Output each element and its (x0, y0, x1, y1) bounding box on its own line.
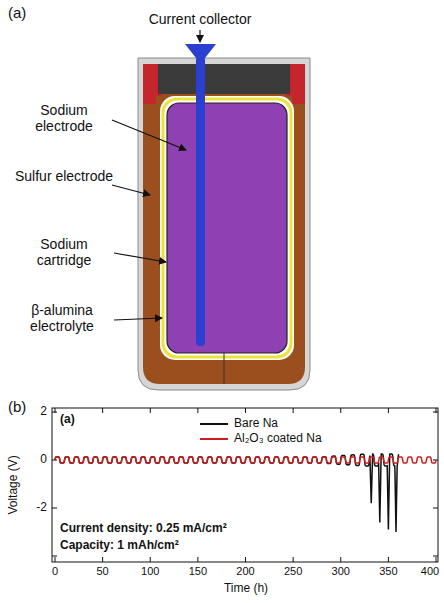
part-label: Sodium electrode (14, 102, 114, 134)
leader-arrow (199, 30, 200, 42)
tick-label: -2 (36, 501, 47, 515)
annotation: Current density: 0.25 mA/cm² (60, 522, 227, 536)
tick (150, 557, 151, 562)
legend-sample (200, 423, 228, 425)
cell-housing (138, 58, 310, 390)
tick-label: 350 (373, 565, 403, 578)
tick (433, 508, 438, 509)
tick (52, 508, 57, 509)
axis-ticks (52, 408, 438, 562)
tick (293, 408, 294, 413)
part-label: Sulfur electrode (14, 168, 114, 184)
sulfur-electrode (143, 64, 305, 384)
tick (388, 408, 389, 413)
axis-title: Voltage (V) (7, 455, 21, 514)
tick (436, 557, 437, 562)
tick-label: 300 (326, 565, 356, 578)
tick (102, 557, 103, 562)
plot-frame (52, 408, 438, 562)
tick (245, 557, 246, 562)
tick (52, 556, 57, 557)
legend-sample (200, 438, 228, 440)
tick-label: 0 (40, 565, 70, 578)
tick (150, 408, 151, 413)
tick (52, 412, 57, 413)
part-label: Sodium cartridge (14, 236, 114, 268)
tick-label: 150 (183, 565, 213, 578)
tick (197, 557, 198, 562)
tick (433, 556, 438, 557)
voltage-curve (55, 454, 399, 532)
annotation: Capacity: 1 mAh/cm² (60, 539, 179, 553)
part-label: Current collector (120, 11, 280, 27)
tick (388, 557, 389, 562)
current-collector-rod (196, 56, 205, 346)
tick (197, 408, 198, 413)
tick (340, 557, 341, 562)
beta-alumina-electrolyte (163, 99, 291, 357)
current-collector-head (185, 44, 216, 58)
legend-text: Al₂O₃ coated Na (234, 431, 322, 445)
tick-label: 0 (40, 453, 47, 467)
voltage-curve (55, 457, 436, 463)
leader-arrow (112, 185, 150, 195)
legend-text: Bare Na (234, 416, 278, 430)
tick-label: 400 (415, 565, 444, 578)
voltage-curves (55, 454, 436, 532)
tick (340, 408, 341, 413)
panel-label: (b) (8, 398, 26, 415)
leader-arrow (114, 318, 162, 320)
axis-title: Time (h) (206, 582, 286, 596)
tick-label: 50 (88, 565, 118, 578)
tick (102, 408, 103, 413)
top-cap (158, 64, 290, 94)
tick-label: 200 (231, 565, 261, 578)
seam (224, 353, 225, 384)
panel-label: (a) (60, 413, 75, 427)
leader-arrow (114, 253, 166, 262)
part-label: β-alumina electrolyte (12, 302, 112, 334)
tick (55, 557, 56, 562)
tick-label: 100 (135, 565, 165, 578)
sodium-cartridge (167, 103, 287, 353)
tick (293, 557, 294, 562)
leader-arrow (112, 120, 186, 150)
gap (160, 96, 294, 360)
panel-label: (a) (8, 4, 26, 21)
tick-label: 250 (278, 565, 308, 578)
tick-label: 2 (40, 405, 47, 419)
tick (245, 408, 246, 413)
tick (433, 412, 438, 413)
